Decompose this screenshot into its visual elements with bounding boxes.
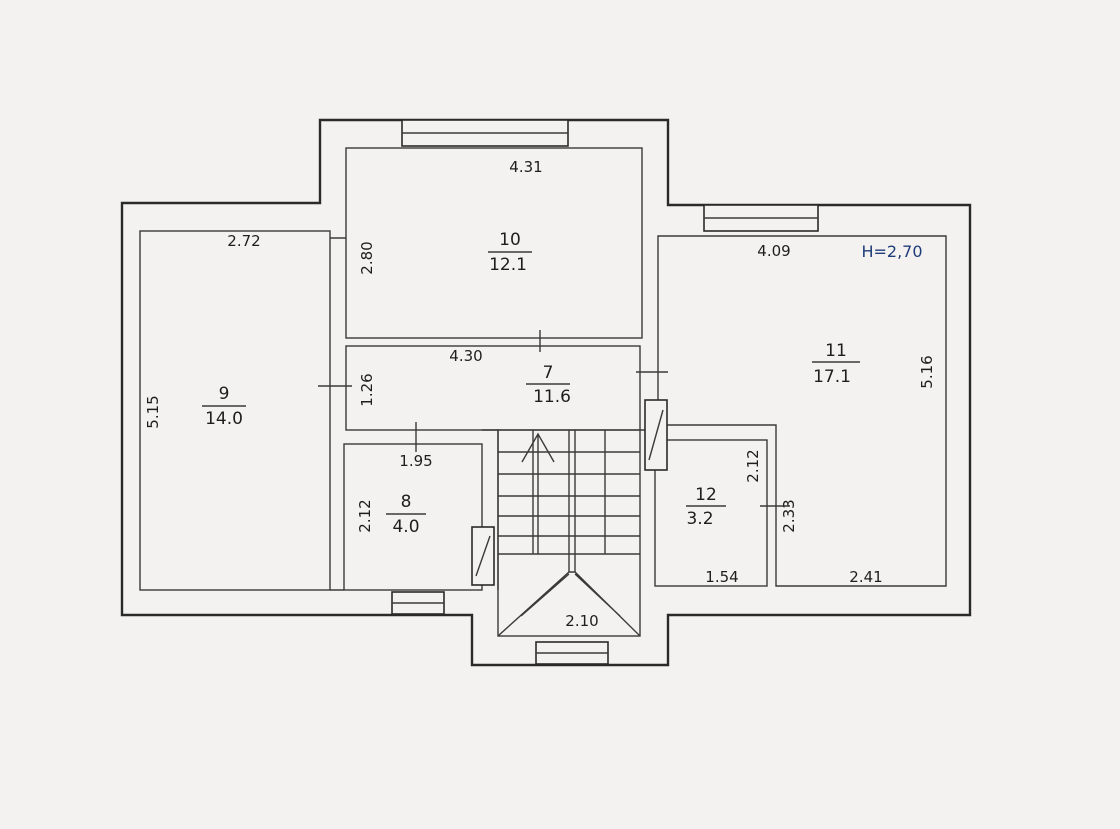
dim-r9-height: 5.15 bbox=[144, 395, 162, 428]
dim-r11-lower-width: 2.41 bbox=[849, 568, 882, 586]
dim-r7-height: 1.26 bbox=[358, 373, 376, 406]
room-7-label: 7 11.6 bbox=[526, 363, 571, 407]
room-8-label: 8 4.0 bbox=[386, 492, 426, 537]
dim-r7-width: 4.30 bbox=[449, 347, 482, 365]
stair-treads bbox=[498, 430, 640, 572]
svg-text:7: 7 bbox=[543, 363, 554, 383]
corridor-outline bbox=[330, 237, 658, 591]
svg-text:3.2: 3.2 bbox=[686, 509, 713, 529]
svg-text:10: 10 bbox=[499, 230, 521, 250]
dim-r8-width: 1.95 bbox=[399, 452, 432, 470]
room-9-label: 9 14.0 bbox=[202, 384, 246, 429]
outer-wall bbox=[120, 118, 972, 667]
dim-stair-width: 2.10 bbox=[565, 612, 598, 630]
dim-r12-width: 1.54 bbox=[705, 568, 738, 586]
svg-text:4.0: 4.0 bbox=[392, 517, 419, 537]
room-12-outline bbox=[654, 439, 768, 587]
room-11-outline bbox=[657, 235, 947, 587]
svg-text:12.1: 12.1 bbox=[489, 255, 527, 275]
dim-r11-height: 5.16 bbox=[918, 355, 936, 388]
dim-r12-height: 2.12 bbox=[744, 449, 762, 482]
dim-r10-height: 2.80 bbox=[358, 241, 376, 274]
dim-r8-height: 2.12 bbox=[356, 499, 374, 532]
door-marks bbox=[318, 330, 790, 507]
svg-text:14.0: 14.0 bbox=[205, 409, 243, 429]
svg-text:11: 11 bbox=[825, 341, 847, 361]
stair-landing bbox=[497, 571, 641, 637]
room-9-outline bbox=[139, 230, 331, 591]
ceiling-height-label: H=2,70 bbox=[861, 242, 922, 261]
room-10-label: 10 12.1 bbox=[488, 230, 532, 275]
svg-text:11.6: 11.6 bbox=[533, 387, 571, 407]
stair-arrow-icon bbox=[521, 432, 555, 554]
dim-r11-width: 4.09 bbox=[757, 242, 790, 260]
dim-r11-inner-height: 2.33 bbox=[780, 499, 798, 532]
room-11-label: 11 17.1 bbox=[812, 341, 860, 387]
svg-text:17.1: 17.1 bbox=[813, 367, 851, 387]
room-8-outline bbox=[343, 443, 483, 591]
dim-r10-width: 4.31 bbox=[509, 158, 542, 176]
room-12-label: 12 3.2 bbox=[686, 485, 726, 529]
dim-r9-width: 2.72 bbox=[227, 232, 260, 250]
svg-text:12: 12 bbox=[695, 485, 717, 505]
svg-text:9: 9 bbox=[219, 384, 230, 404]
room-10-outline bbox=[345, 147, 643, 339]
svg-text:8: 8 bbox=[401, 492, 412, 512]
room-7-outline bbox=[345, 345, 641, 431]
